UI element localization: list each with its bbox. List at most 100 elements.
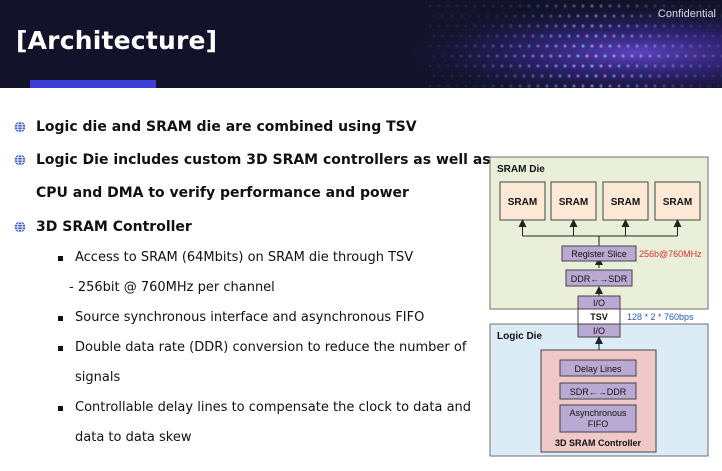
header-dot	[662, 4, 666, 8]
header-dot	[635, 4, 639, 8]
header-dot	[455, 44, 459, 48]
header-dot	[567, 14, 571, 18]
sdr-ddr-label: SDR←→DDR	[570, 387, 627, 397]
io-bottom-label: I/O	[593, 326, 605, 336]
header-dot	[702, 54, 706, 58]
header-dot	[684, 34, 688, 38]
header-dot	[662, 64, 666, 68]
header-dot	[594, 34, 598, 38]
header-dot	[468, 14, 472, 18]
header-dot	[590, 4, 594, 8]
header-dot	[581, 44, 585, 48]
header-dot	[518, 84, 522, 88]
sram-die-label: SRAM Die	[497, 164, 545, 175]
header-dot	[450, 74, 454, 78]
header-dot	[689, 44, 693, 48]
header-dot	[599, 84, 603, 88]
header-dot	[653, 24, 657, 28]
header-dot	[495, 74, 499, 78]
header-dot	[689, 4, 693, 8]
header-dot	[680, 64, 684, 68]
header-dot	[644, 24, 648, 28]
globe-bullet-icon	[14, 121, 26, 133]
header-dot	[482, 4, 486, 8]
header-dot	[702, 14, 706, 18]
header-dot	[707, 24, 711, 28]
header-dot	[657, 14, 661, 18]
header-dot	[648, 34, 652, 38]
header-dot	[554, 64, 558, 68]
ddr-sdr-label: DDR←→SDR	[571, 274, 628, 284]
register-slice-note: 256b@760MHz	[639, 249, 702, 259]
header-dot	[491, 84, 495, 88]
sram-block-3-label: SRAM	[611, 197, 640, 208]
header-dot	[509, 44, 513, 48]
header-dot	[554, 84, 558, 88]
header-dot	[621, 14, 625, 18]
square-bullet-icon	[58, 406, 63, 411]
header-dot	[585, 54, 589, 58]
header-dot	[527, 84, 531, 88]
header-dot	[608, 44, 612, 48]
header-dot	[563, 24, 567, 28]
header-dot	[432, 34, 436, 38]
header-dot	[563, 4, 567, 8]
header-dot	[473, 44, 477, 48]
header-dot	[531, 54, 535, 58]
sram-block-1	[499, 181, 546, 221]
header-dot	[666, 54, 670, 58]
header-dot	[567, 34, 571, 38]
header-dot	[482, 64, 486, 68]
header-dot	[477, 14, 481, 18]
header-dot	[657, 34, 661, 38]
header-dot	[446, 4, 450, 8]
header-dot	[450, 14, 454, 18]
header-dot	[477, 74, 481, 78]
header-dot	[491, 64, 495, 68]
header-dot	[531, 74, 535, 78]
bullet-2-text: Logic Die includes custom 3D SRAM contro…	[36, 152, 491, 168]
header-dot	[716, 84, 720, 88]
sub-bullet-4-continuation: data to data skew	[75, 430, 192, 445]
header-dot	[464, 44, 468, 48]
header-dot	[558, 54, 562, 58]
header-dot	[495, 54, 499, 58]
sub-bullet-3-text: Double data rate (DDR) conversion to red…	[75, 340, 467, 355]
header-dot	[612, 74, 616, 78]
header-dot	[630, 14, 634, 18]
header-dot	[446, 44, 450, 48]
header-dot	[464, 64, 468, 68]
header-dot	[491, 4, 495, 8]
header-dot	[527, 44, 531, 48]
bullet-3-text: 3D SRAM Controller	[36, 219, 192, 235]
header-dot	[500, 24, 504, 28]
header-dot	[437, 64, 441, 68]
header-dot	[653, 44, 657, 48]
header-dot	[545, 24, 549, 28]
header-dot	[441, 54, 445, 58]
header-dot	[617, 24, 621, 28]
header-dot	[522, 54, 526, 58]
header-dot	[653, 84, 657, 88]
header-banner: [Architecture] Confidential	[0, 0, 722, 88]
header-dot	[432, 74, 436, 78]
header-dot	[680, 44, 684, 48]
header-dot	[653, 64, 657, 68]
header-dot	[558, 34, 562, 38]
header-dot	[657, 74, 661, 78]
title-accent-bar	[30, 80, 156, 88]
header-dot	[671, 44, 675, 48]
async-fifo-label-1: Asynchronous	[569, 408, 627, 418]
header-dot	[662, 84, 666, 88]
header-dot	[432, 54, 436, 58]
io-bottom-block	[577, 323, 621, 338]
header-dot	[581, 24, 585, 28]
header-dot	[441, 74, 445, 78]
header-dot	[599, 44, 603, 48]
header-dot	[635, 84, 639, 88]
header-dot	[572, 4, 576, 8]
delay-lines-label: Delay Lines	[574, 364, 622, 374]
header-dot	[576, 54, 580, 58]
async-fifo-block	[559, 404, 637, 433]
header-dot	[599, 4, 603, 8]
